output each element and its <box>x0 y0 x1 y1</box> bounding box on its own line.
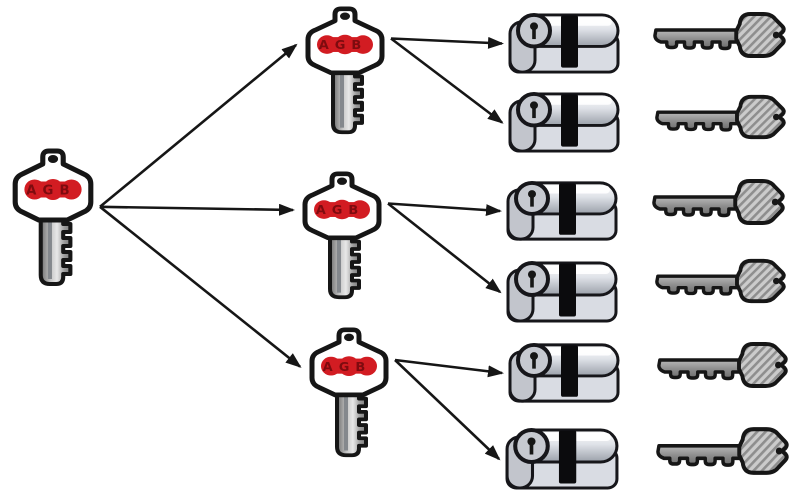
submaster-key-1: AGB <box>299 6 391 136</box>
change-key-5 <box>655 339 789 391</box>
change-key-icon <box>651 9 787 61</box>
key-icon: AGB <box>299 6 391 136</box>
arrow <box>390 36 504 49</box>
lock-cylinder-icon <box>506 341 622 405</box>
lock-cylinder-icon <box>504 179 620 243</box>
lock-cylinder-icon <box>503 426 621 492</box>
arrow <box>394 359 501 461</box>
key-icon: AGB <box>303 327 395 459</box>
change-key-2 <box>653 92 787 142</box>
change-key-icon <box>654 424 790 478</box>
lock-cylinder-icon <box>506 90 622 155</box>
arrow <box>387 202 502 294</box>
change-key-icon <box>650 176 786 228</box>
lock-cylinder-6 <box>503 426 621 492</box>
lock-cylinder-3 <box>504 179 620 243</box>
change-key-6 <box>654 424 790 478</box>
lock-cylinder-4 <box>504 259 620 325</box>
arrow <box>390 37 504 124</box>
arrow <box>387 202 502 217</box>
key-icon: AGB <box>296 171 388 301</box>
change-key-1 <box>651 9 787 61</box>
change-key-3 <box>650 176 786 228</box>
lock-cylinder-2 <box>506 90 622 155</box>
lock-cylinder-1 <box>506 11 622 76</box>
arrow <box>394 358 504 378</box>
master-key: AGB <box>6 148 100 288</box>
arrow <box>99 43 298 208</box>
change-key-icon <box>653 256 787 306</box>
key-brand-label: AGB <box>26 184 76 199</box>
change-key-icon <box>653 92 787 142</box>
lock-cylinder-icon <box>506 11 622 76</box>
change-key-icon <box>655 339 789 391</box>
arrow <box>99 205 302 368</box>
submaster-key-3: AGB <box>303 327 395 459</box>
submaster-key-2: AGB <box>296 171 388 301</box>
key-icon: AGB <box>6 148 100 288</box>
lock-cylinder-icon <box>504 259 620 325</box>
key-brand-label: AGB <box>319 38 368 52</box>
key-brand-label: AGB <box>323 359 372 374</box>
change-key-4 <box>653 256 787 306</box>
lock-cylinder-5 <box>506 341 622 405</box>
arrow <box>99 203 295 216</box>
key-brand-label: AGB <box>316 203 365 217</box>
